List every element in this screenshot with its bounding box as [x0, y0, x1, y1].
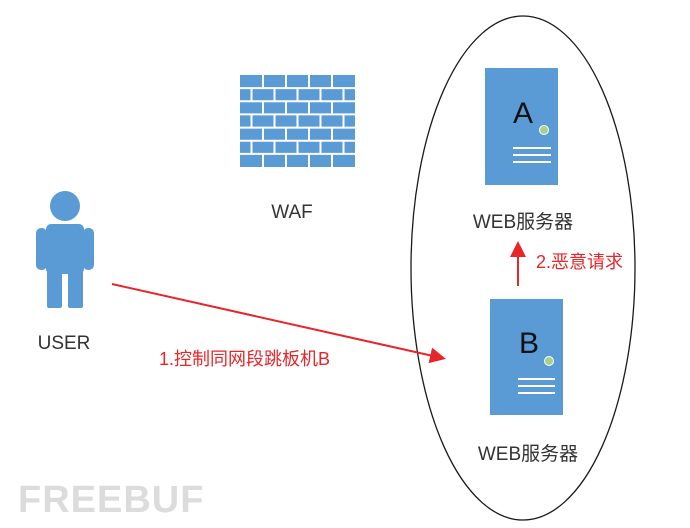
server-a-letter: A: [513, 97, 533, 130]
server-a-icon: A: [485, 68, 558, 185]
user-label: USER: [38, 333, 91, 354]
b-to-a-label: 2.恶意请求: [536, 252, 623, 272]
watermark-logo: FREEBUF: [18, 479, 204, 521]
server-a-label: WEB服务器: [473, 211, 573, 233]
server-a-status-led: [539, 125, 549, 135]
user-to-b-arrow: [111, 283, 446, 364]
user-icon: [36, 191, 94, 308]
server-b-label: WEB服务器: [478, 443, 578, 465]
server-b-letter: B: [519, 327, 539, 360]
server-b-status-led: [544, 356, 554, 366]
internal-network-boundary: [410, 15, 636, 521]
firewall-icon: [240, 75, 355, 167]
server-b-icon: B: [490, 299, 563, 415]
user-to-b-label: 1.控制同网段跳板机B: [159, 349, 330, 369]
waf-label: WAF: [271, 202, 313, 223]
